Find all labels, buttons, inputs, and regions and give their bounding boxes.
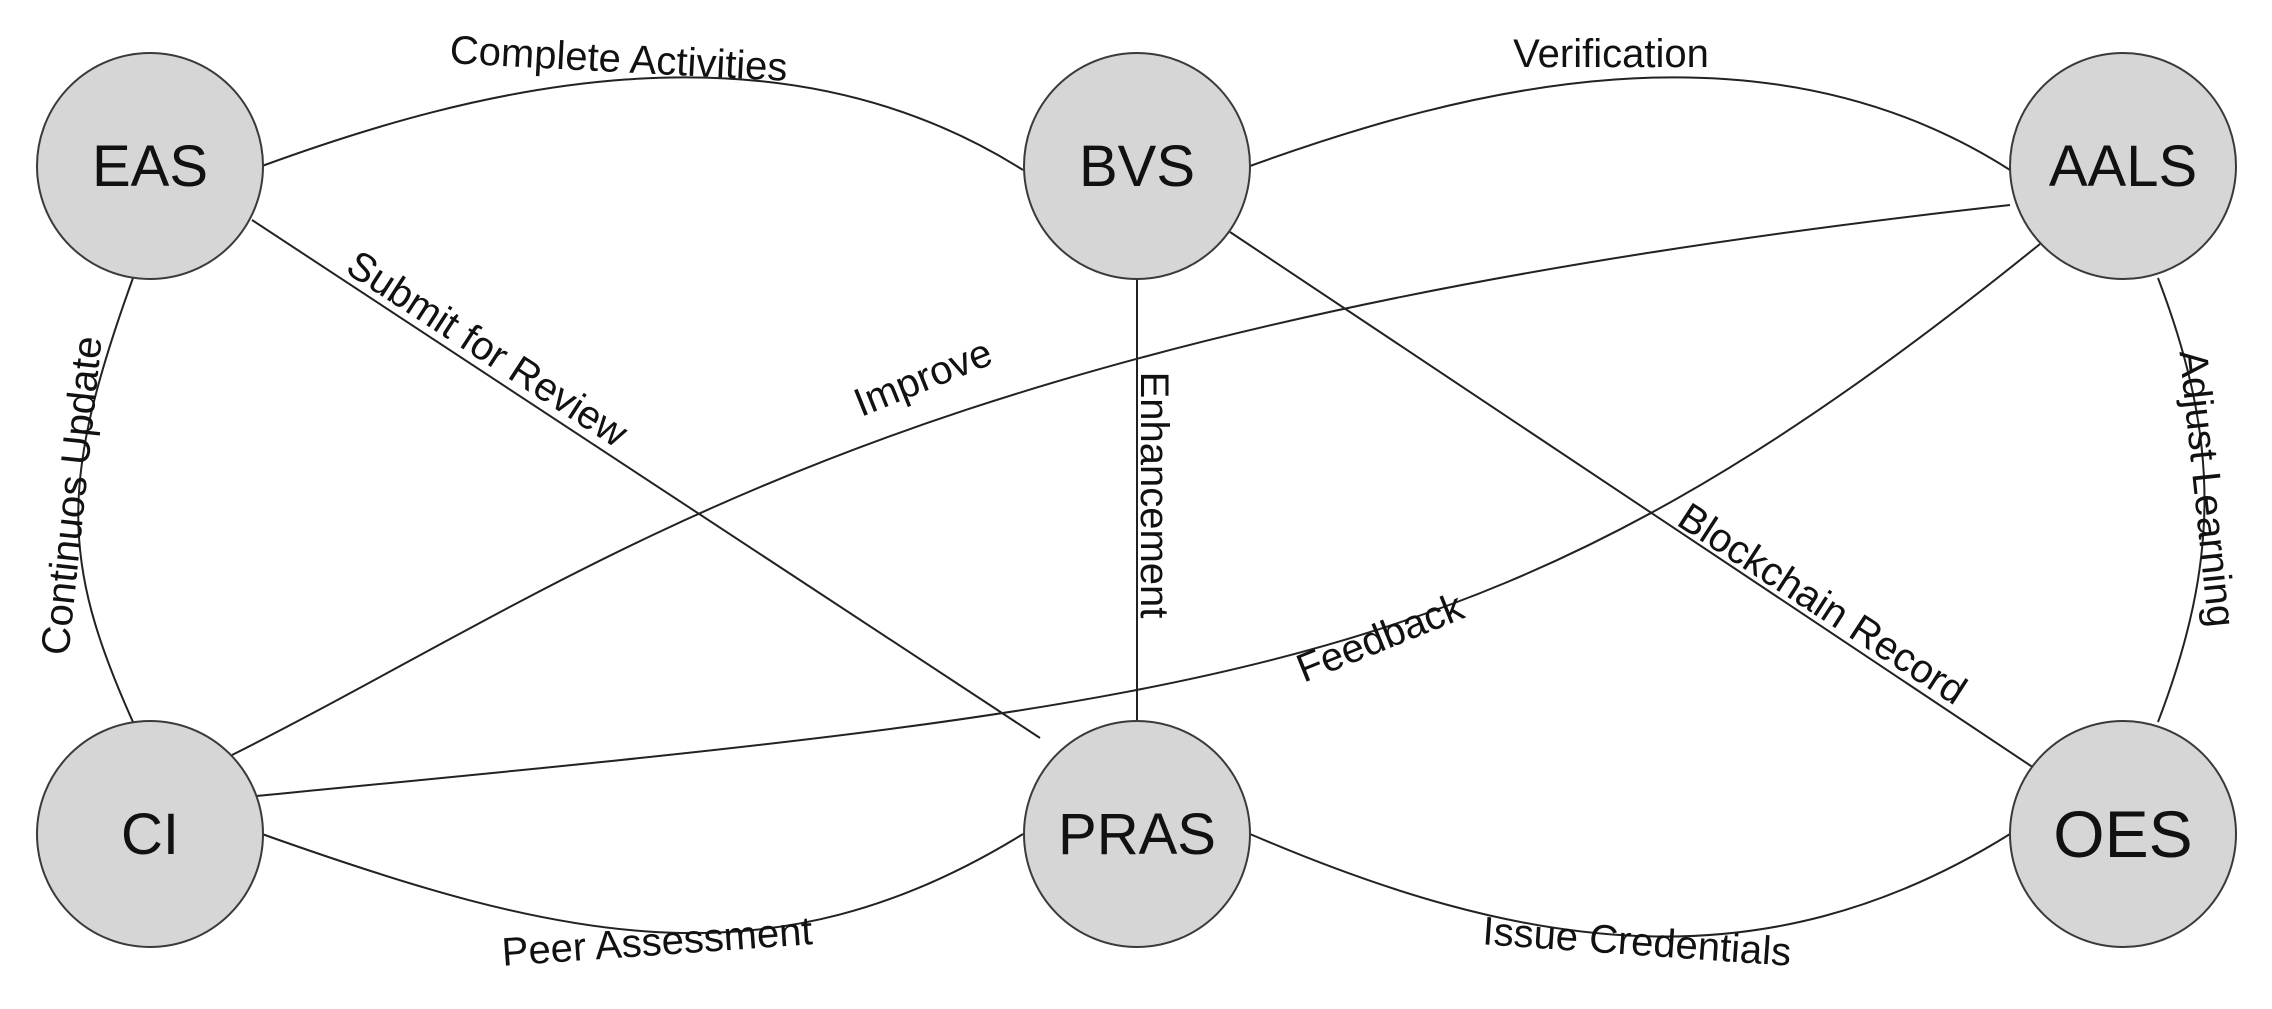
node-eas: EAS <box>36 52 264 280</box>
edges <box>77 76 2206 938</box>
node-ci: CI <box>36 720 264 948</box>
edge-ci-aals-feedback <box>255 243 2041 797</box>
node-aals: AALS <box>2009 52 2237 280</box>
node-ci-label: CI <box>121 802 179 867</box>
node-oes: OES <box>2009 720 2237 948</box>
edge-label-verification: Verification <box>1513 32 1709 76</box>
node-eas-label: EAS <box>92 134 208 199</box>
edge-eas-ci <box>77 277 134 723</box>
edge-aals-oes <box>2157 277 2206 723</box>
edge-bvs-aals <box>1249 76 2011 171</box>
node-pras-circle <box>1023 720 1251 948</box>
edge-eas-pras <box>251 219 1041 739</box>
edge-label-adjust-learning: Adjust Learning <box>2171 348 2244 629</box>
edge-label-enhancement: Enhancement <box>1132 372 1176 619</box>
node-pras-label: PRAS <box>1058 802 1216 867</box>
nodes: EAS BVS AALS CI PRAS OES <box>36 52 2237 948</box>
node-ci-circle <box>36 720 264 948</box>
node-bvs-label: BVS <box>1079 134 1195 199</box>
edge-label-complete-activities: Complete Activities <box>449 28 789 90</box>
node-oes-circle <box>2009 720 2237 948</box>
edge-ci-pras <box>261 833 1024 935</box>
node-aals-circle <box>2009 52 2237 280</box>
edge-label-continuos-update: Continuos Update <box>33 334 110 657</box>
node-bvs-circle <box>1023 52 1251 280</box>
node-bvs: BVS <box>1023 52 1251 280</box>
edge-pras-oes <box>1249 833 2011 938</box>
edge-label-issue-credentials: Issue Credentials <box>1481 909 1792 974</box>
edge-label-submit-for-review: Submit for Review <box>339 242 635 456</box>
edge-eas-bvs <box>261 76 1024 171</box>
edge-ci-aals-improve <box>231 204 2011 756</box>
edge-bvs-oes <box>1229 231 2041 773</box>
node-pras: PRAS <box>1023 720 1251 948</box>
edge-label-blockchain-record: Blockchain Record <box>1670 495 1974 714</box>
edge-label-feedback: Feedback <box>1290 584 1470 691</box>
node-oes-label: OES <box>2053 797 2192 871</box>
node-eas-circle <box>36 52 264 280</box>
edge-label-improve: Improve <box>848 330 998 425</box>
node-aals-label: AALS <box>2049 134 2197 199</box>
